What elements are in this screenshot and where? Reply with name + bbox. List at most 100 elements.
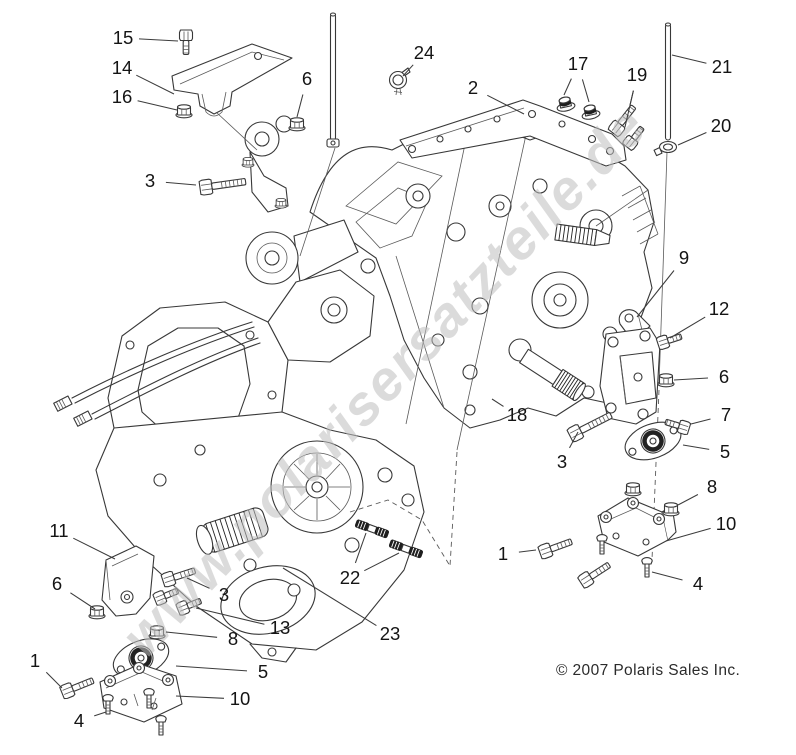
leader-line [673, 377, 709, 381]
hex-bolt-icon [566, 407, 615, 444]
callout-10: 10 [230, 688, 251, 709]
clamp [388, 67, 411, 96]
leader-line [651, 571, 683, 581]
callout-3: 3 [219, 584, 229, 605]
engine-drawing [53, 269, 425, 663]
starter-motor [195, 507, 269, 555]
callout-23: 23 [380, 623, 401, 644]
callout-3: 3 [557, 451, 567, 472]
leader-line [136, 74, 175, 95]
leader-line [690, 418, 711, 425]
mount-rod-right [664, 22, 672, 141]
callout-9: 9 [679, 247, 689, 268]
leader-line [364, 552, 400, 572]
flange-nut-icon [288, 117, 306, 132]
leader-line [354, 532, 367, 564]
leader-line [296, 94, 304, 118]
callout-6: 6 [52, 573, 62, 594]
hex-bolt-icon [537, 534, 575, 561]
leader-line [138, 38, 179, 42]
flange-nut-icon [88, 605, 106, 620]
leader-line [563, 78, 572, 96]
right-mount-assembly [597, 309, 682, 557]
leader-line [624, 90, 634, 128]
leader-line [677, 132, 707, 146]
leader-line [671, 54, 707, 64]
leader-line [73, 537, 116, 560]
callout-17: 17 [568, 53, 589, 74]
leader-line [491, 398, 504, 407]
callout-6: 6 [719, 366, 729, 387]
hex-bolt-icon [178, 29, 194, 56]
front-gearcase-drawing [241, 115, 293, 213]
leader-line [682, 444, 710, 450]
leader-line [518, 549, 537, 553]
callout-16: 16 [112, 86, 133, 107]
transmission-drawing [245, 127, 659, 429]
leader-line [137, 100, 178, 111]
flange-nut-icon [241, 156, 255, 168]
leader-line [669, 316, 706, 339]
leader-line [175, 665, 248, 672]
hose-fitting [53, 395, 73, 412]
screw-icon [155, 715, 167, 736]
leader-line [487, 94, 525, 115]
flange-nut-icon [274, 197, 288, 209]
leader-line [165, 181, 197, 186]
callout-5: 5 [720, 441, 730, 462]
rubber-grommet-icon [554, 94, 577, 114]
hex-bolt-icon [58, 673, 97, 701]
callout-5: 5 [258, 661, 268, 682]
leader-line [175, 695, 225, 699]
mount-rod-left [326, 12, 340, 148]
callout-20: 20 [711, 115, 732, 136]
output-shaft [519, 348, 586, 402]
flange-nut-icon [657, 373, 675, 388]
callout-18: 18 [507, 404, 528, 425]
screw-icon [596, 534, 608, 555]
flange-nut-icon [624, 482, 642, 497]
leader-line [45, 671, 63, 689]
hex-bolt-icon [576, 558, 614, 590]
callout-15: 15 [113, 27, 134, 48]
callout-22: 22 [340, 567, 361, 588]
leader-line [581, 79, 590, 103]
callout-10: 10 [716, 513, 737, 534]
callout-19: 19 [627, 64, 648, 85]
callout-12: 12 [709, 298, 730, 319]
leader-line [94, 711, 107, 717]
callout-21: 21 [712, 56, 733, 77]
callout-13: 13 [270, 617, 291, 638]
callout-8: 8 [707, 476, 717, 497]
leader-line [569, 431, 579, 449]
leader-line [70, 592, 96, 610]
callout-4: 4 [693, 573, 703, 594]
flange-nut-icon [662, 502, 680, 517]
screw-icon [641, 557, 653, 578]
copyright-notice: © 2007 Polaris Sales Inc. [556, 662, 741, 679]
callout-1: 1 [498, 543, 508, 564]
hex-bolt-icon [198, 173, 248, 196]
callout-4: 4 [74, 710, 84, 731]
hex-bolt-icon [655, 329, 684, 351]
left-mount-assembly [99, 545, 183, 723]
callout-7: 7 [721, 404, 731, 425]
leader-line [665, 527, 711, 542]
leader-line [402, 64, 414, 77]
callout-8: 8 [228, 628, 238, 649]
callout-24: 24 [414, 42, 435, 63]
leader-line [636, 270, 675, 318]
leader-line [677, 494, 699, 506]
flange-nut-icon [175, 104, 193, 119]
input-shaft [554, 223, 611, 247]
leader-line [186, 577, 210, 589]
front-mount-bracket [399, 99, 627, 167]
callout-11: 11 [49, 520, 68, 541]
upper-engine-bracket [171, 43, 293, 117]
callout-6: 6 [302, 68, 312, 89]
hose-fitting [73, 410, 93, 427]
callout-3: 3 [145, 170, 155, 191]
